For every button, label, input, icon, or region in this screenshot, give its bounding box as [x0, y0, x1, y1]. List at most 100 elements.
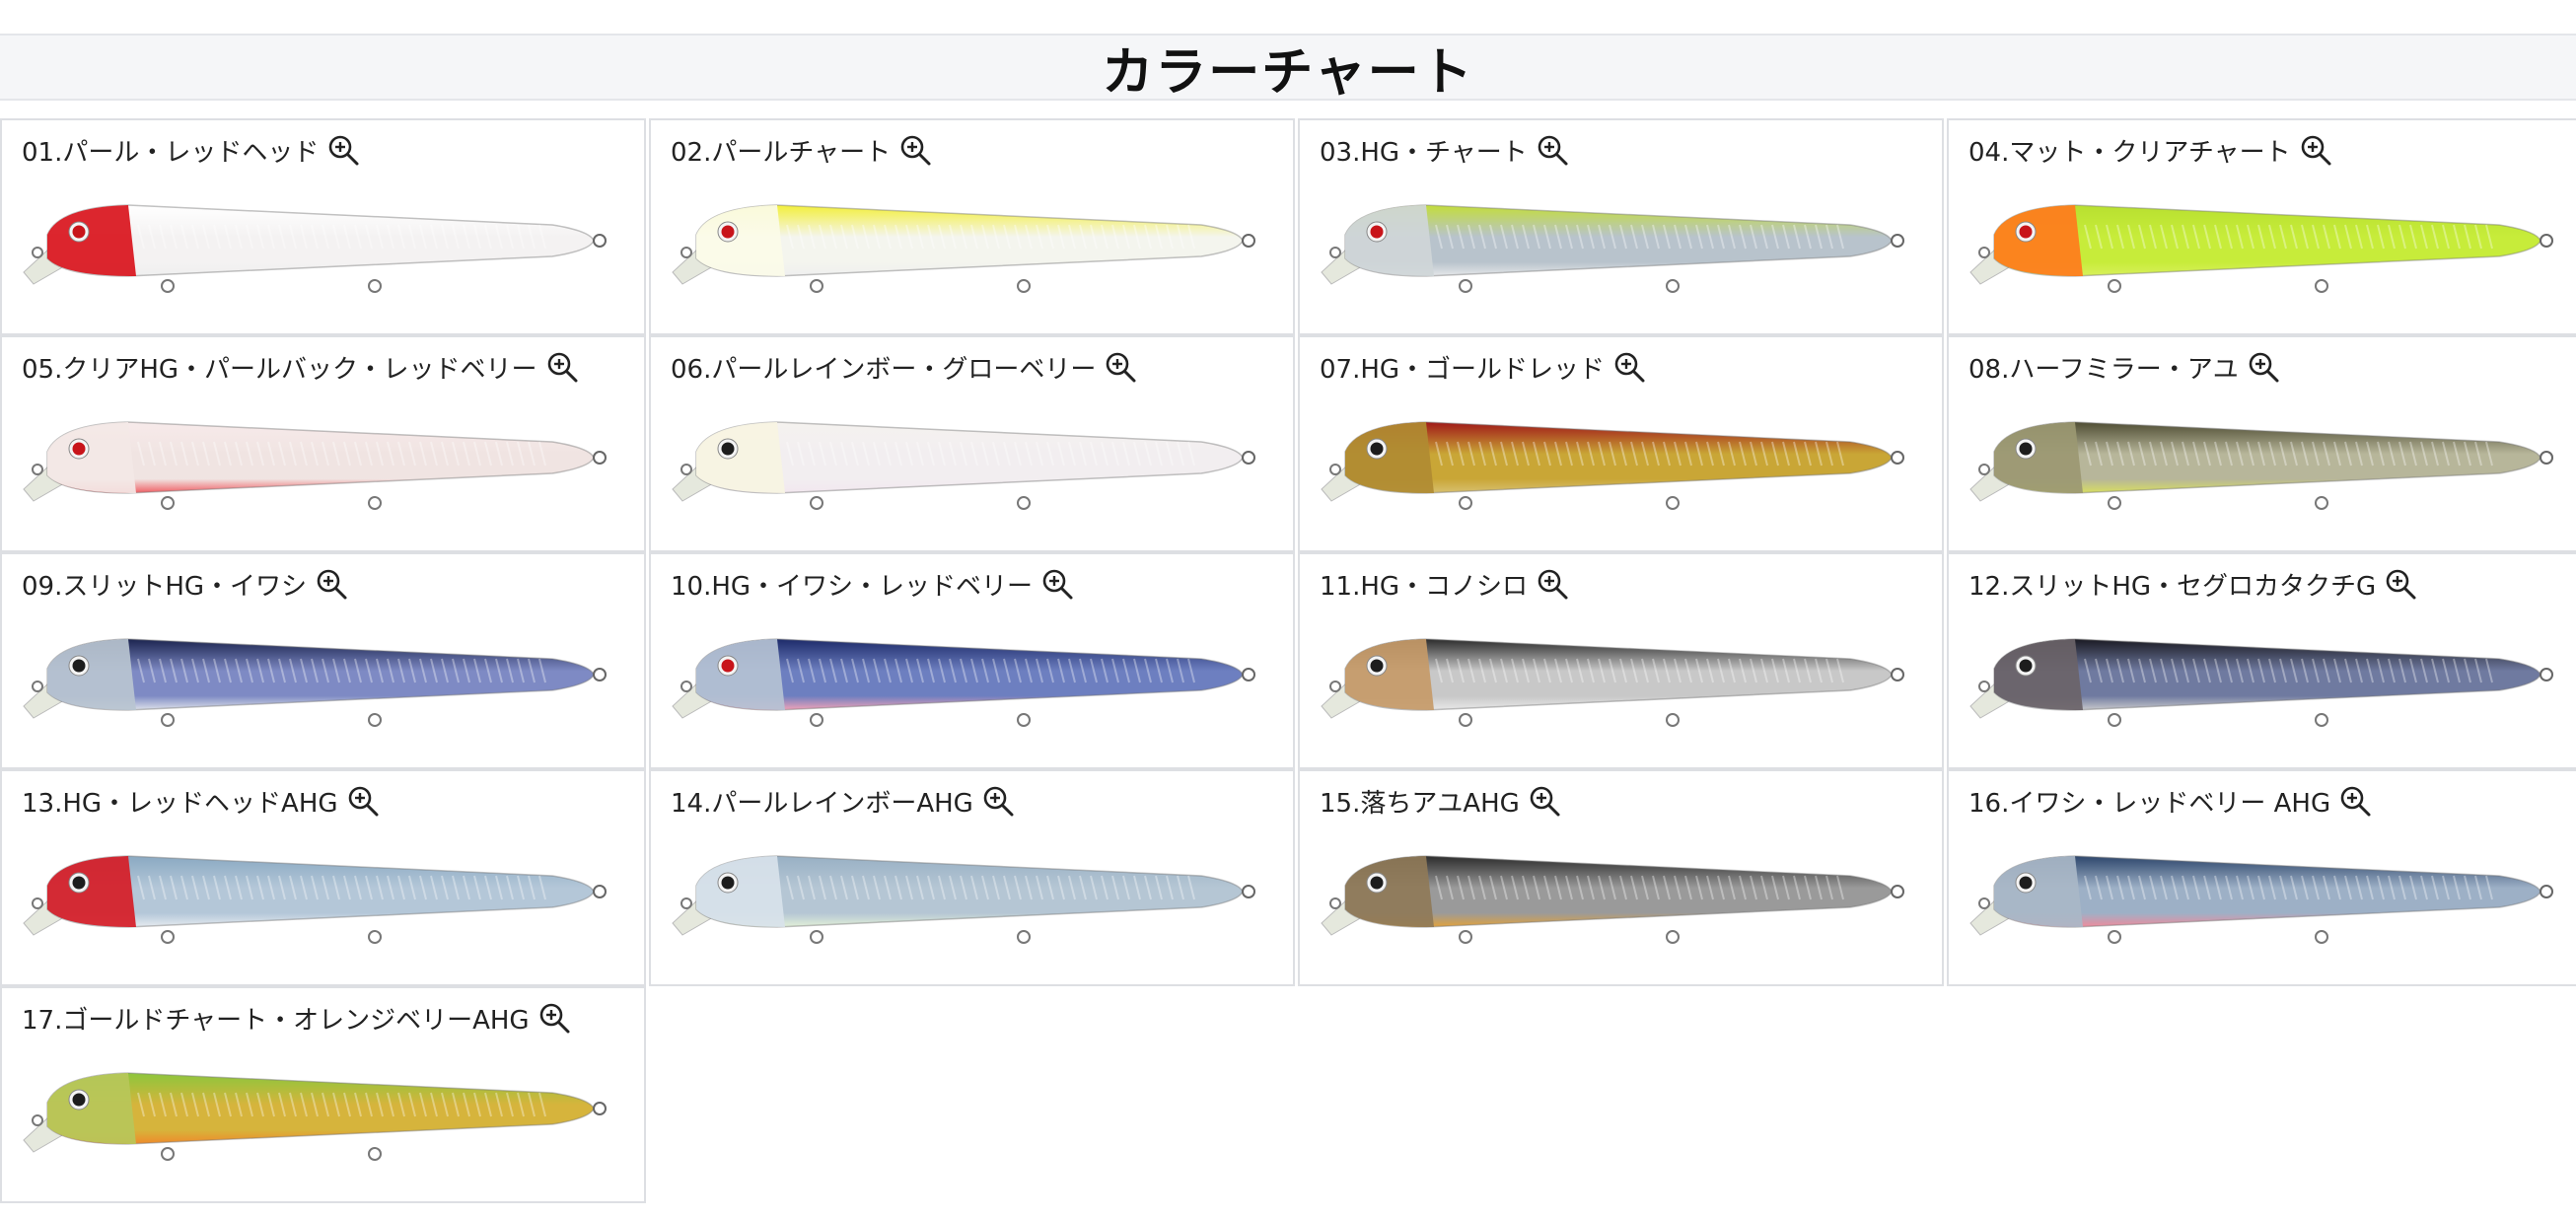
lure-scale-line [2388, 224, 2396, 250]
lure-head [696, 639, 785, 710]
color-item[interactable]: 07.HG・ゴールドレッド [1298, 335, 1944, 552]
lure-scale-line [2366, 875, 2374, 900]
lure-scale-line [2333, 224, 2341, 250]
lure-scale-line [829, 224, 837, 250]
lure-scale-line [1815, 875, 1823, 900]
lure-scale-line [2485, 224, 2493, 250]
color-item[interactable]: 08.ハーフミラー・アユ [1947, 335, 2576, 552]
zoom-in-magnifier-icon[interactable] [1040, 567, 1074, 601]
lure-scale-line [938, 441, 946, 466]
lure-image[interactable] [669, 611, 1260, 759]
lure-scale-line [235, 1092, 243, 1117]
lure-scale-line [278, 1092, 286, 1117]
lure-image[interactable] [1318, 828, 1909, 976]
lure-scale-line [1014, 658, 1022, 683]
lure-scale-line [2203, 658, 2211, 683]
lure-scale-line [495, 224, 503, 250]
lure-image[interactable] [20, 828, 611, 976]
lure-scale-line [2431, 658, 2439, 683]
lure-scale-line [397, 224, 405, 250]
color-item[interactable]: 06.パールレインボー・グローベリー [649, 335, 1295, 552]
zoom-in-magnifier-icon[interactable] [545, 350, 579, 384]
lure-eye [721, 442, 735, 456]
lure-scale-line [191, 441, 199, 466]
lure-scale-line [2182, 224, 2189, 250]
lure-scale-line [2106, 441, 2113, 466]
color-item[interactable]: 10.HG・イワシ・レッドベリー [649, 552, 1295, 769]
lure-scale-line [2203, 224, 2211, 250]
lure-scale-line [278, 658, 286, 683]
lure-scale-line [1630, 224, 1638, 250]
lure-scale-line [2420, 224, 2428, 250]
lure-image[interactable] [20, 611, 611, 759]
color-item[interactable]: 03.HG・チャート [1298, 118, 1944, 335]
color-item[interactable]: 16.イワシ・レッドベリー AHG [1947, 769, 2576, 986]
lure-scale-line [170, 224, 178, 250]
lure-image[interactable] [669, 394, 1260, 542]
lure-scale-line [246, 658, 253, 683]
color-item[interactable]: 01.パール・レッドヘッド [0, 118, 646, 335]
zoom-in-magnifier-icon[interactable] [981, 784, 1015, 818]
lure-image[interactable] [1318, 178, 1909, 325]
color-item[interactable]: 13.HG・レッドヘッドAHG [0, 769, 646, 986]
color-item-header: 09.スリットHG・イワシ [22, 562, 348, 606]
lure-hook-eye [161, 496, 175, 510]
lure-image[interactable] [1967, 828, 2558, 976]
lure-scale-line [1684, 441, 1692, 466]
lure-image[interactable] [1967, 611, 2558, 759]
zoom-in-magnifier-icon[interactable] [1104, 350, 1137, 384]
lure-scale-line [2442, 224, 2450, 250]
lure-scale-line [1706, 441, 1714, 466]
zoom-in-magnifier-icon[interactable] [1536, 567, 1569, 601]
lure-scale-line [538, 875, 546, 900]
lure-image[interactable] [20, 1045, 611, 1193]
lure-image[interactable] [1318, 611, 1909, 759]
zoom-in-magnifier-icon[interactable] [1536, 133, 1569, 167]
lure-image[interactable] [669, 828, 1260, 976]
lure-scale-line [819, 441, 826, 466]
lure-image[interactable] [1318, 394, 1909, 542]
lure-scale-line [387, 658, 394, 683]
color-item[interactable]: 11.HG・コノシロ [1298, 552, 1944, 769]
color-item[interactable]: 14.パールレインボーAHG [649, 769, 1295, 986]
zoom-in-magnifier-icon[interactable] [1612, 350, 1646, 384]
lure-line-tie [593, 885, 607, 898]
lure-eye [721, 659, 735, 673]
zoom-in-magnifier-icon[interactable] [326, 133, 360, 167]
color-item[interactable]: 02.パールチャート [649, 118, 1295, 335]
color-item[interactable]: 15.落ちアユAHG [1298, 769, 1944, 986]
zoom-in-magnifier-icon[interactable] [315, 567, 348, 601]
lure-scale-line [538, 1092, 546, 1117]
color-item[interactable]: 12.スリットHG・セグロカタクチG [1947, 552, 2576, 769]
color-item[interactable]: 17.ゴールドチャート・オレンジベリーAHG [0, 986, 646, 1203]
zoom-in-magnifier-icon[interactable] [346, 784, 380, 818]
lure-scale-line [137, 875, 145, 900]
zoom-in-magnifier-icon[interactable] [2338, 784, 2372, 818]
lure-scale-line [2388, 441, 2396, 466]
zoom-in-magnifier-icon[interactable] [898, 133, 932, 167]
lure-scale-line [2377, 658, 2385, 683]
color-item[interactable]: 09.スリットHG・イワシ [0, 552, 646, 769]
zoom-in-magnifier-icon[interactable] [2247, 350, 2280, 384]
color-item-label: 04.マット・クリアチャート [1968, 137, 2291, 168]
lure-scale-line [1057, 875, 1065, 900]
lure-scale-line [538, 224, 546, 250]
lure-image[interactable] [20, 394, 611, 542]
lure-image[interactable] [1967, 178, 2558, 325]
color-item[interactable]: 05.クリアHG・パールバック・レッドベリー [0, 335, 646, 552]
lure-image[interactable] [20, 178, 611, 325]
lure-scale-line [2431, 441, 2439, 466]
lure-image[interactable] [1967, 394, 2558, 542]
zoom-in-magnifier-icon[interactable] [1528, 784, 1561, 818]
zoom-in-magnifier-icon[interactable] [2299, 133, 2332, 167]
color-item-label: 12.スリットHG・セグロカタクチG [1968, 571, 2377, 602]
lure-image[interactable] [669, 178, 1260, 325]
lure-hook-eye [368, 930, 382, 944]
color-item[interactable]: 04.マット・クリアチャート [1947, 118, 2576, 335]
zoom-in-magnifier-icon[interactable] [537, 1001, 571, 1035]
color-item-label: 07.HG・ゴールドレッド [1320, 354, 1606, 385]
zoom-in-magnifier-icon[interactable] [2384, 567, 2417, 601]
lure-hook-eye [1666, 930, 1680, 944]
lure-scale-line [1609, 875, 1616, 900]
lure-scale-line [1144, 441, 1152, 466]
